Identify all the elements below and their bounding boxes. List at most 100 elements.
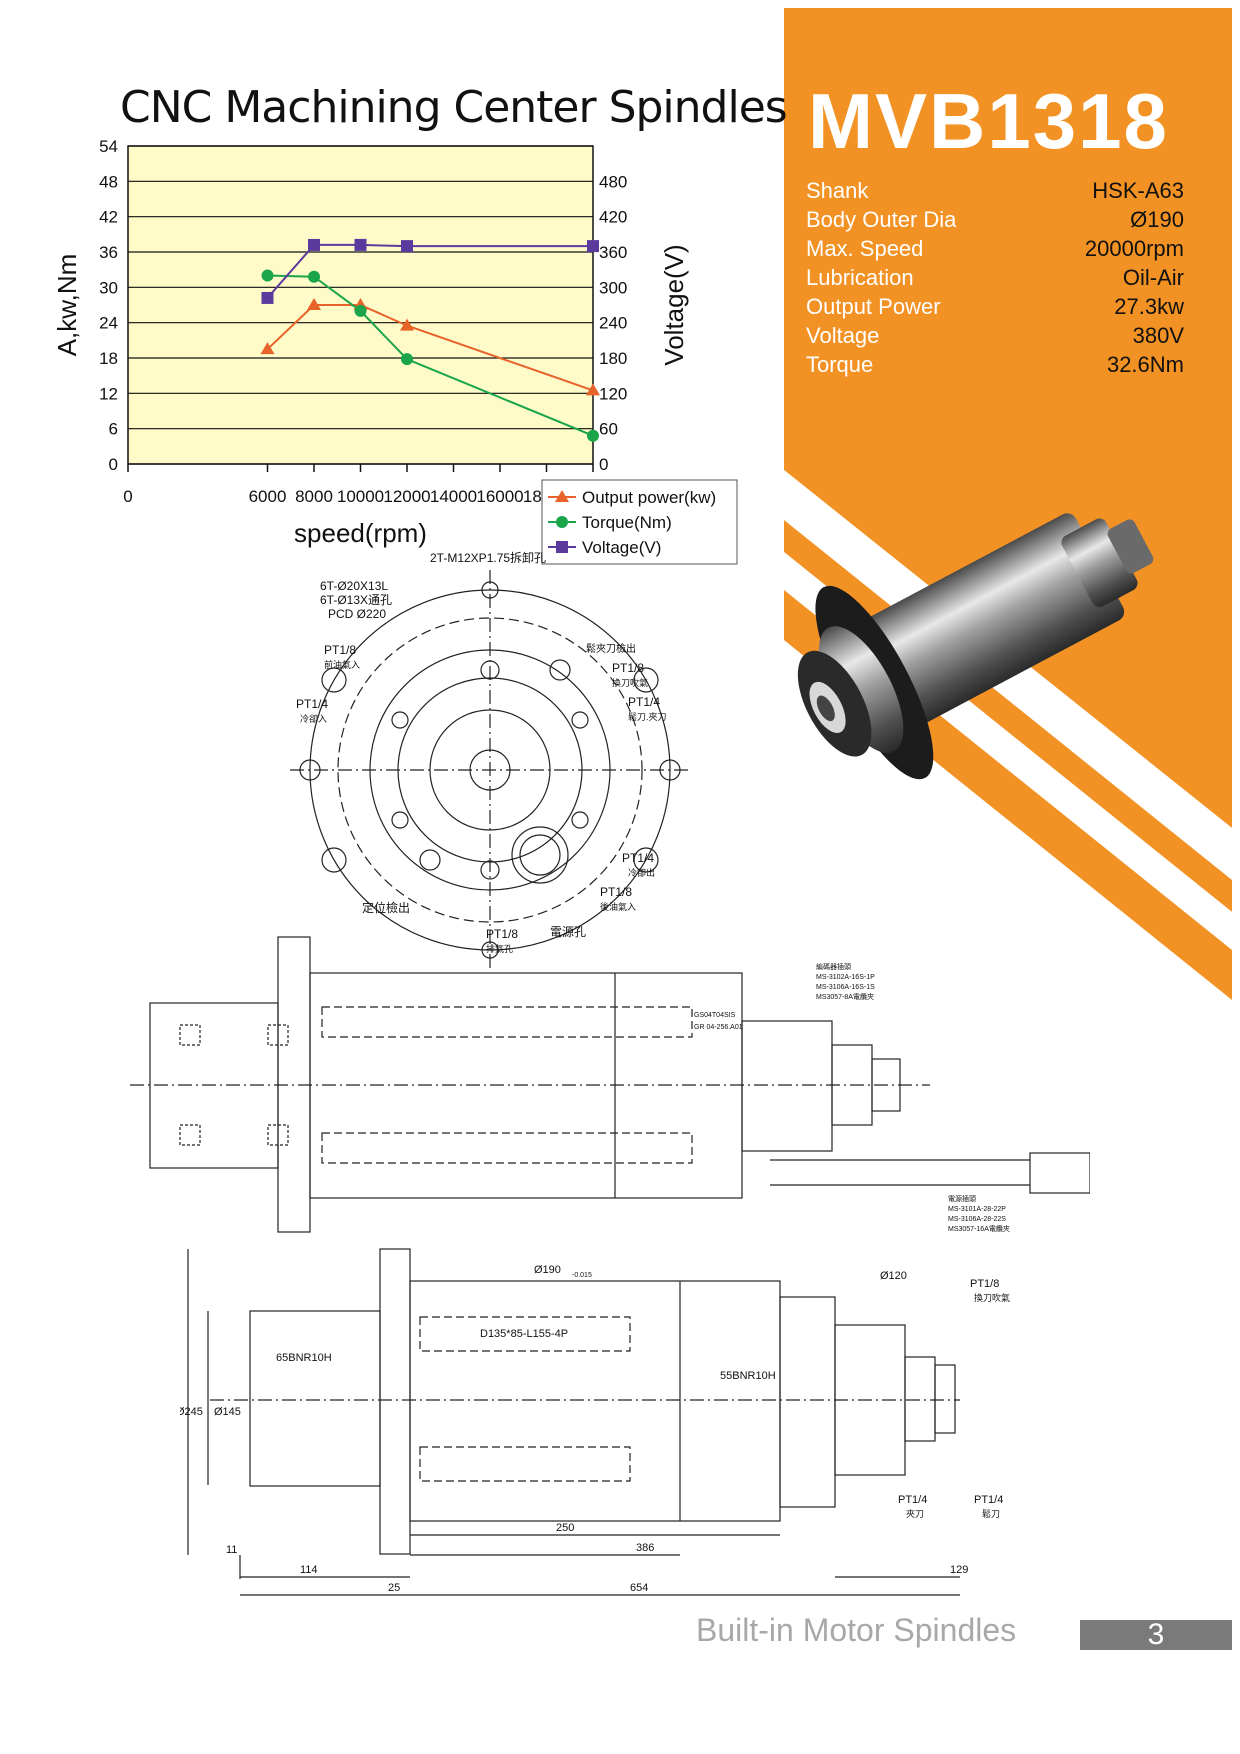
drawing-label: 11 bbox=[226, 1544, 237, 1556]
drawing-label: 定位檢出 bbox=[362, 900, 410, 915]
drawing-label: 換刀吹氣 bbox=[974, 1292, 1010, 1303]
drawing-label: PT1/4 bbox=[622, 851, 654, 865]
drawing-label: 排氣孔 bbox=[486, 943, 513, 954]
x-tick-label: 16000 bbox=[476, 487, 523, 506]
data-point-power bbox=[586, 383, 600, 396]
y2-tick-label: 0 bbox=[599, 455, 608, 474]
y-tick-label: 54 bbox=[99, 137, 118, 156]
y-tick-label: 42 bbox=[99, 208, 118, 227]
drawing-label: MS-3101A-28-22P bbox=[948, 1206, 1006, 1213]
drawing-label: PT1/8 bbox=[612, 661, 644, 675]
drawing-label: 換刀吹氣 bbox=[612, 677, 648, 688]
y2-tick-label: 480 bbox=[599, 172, 627, 191]
drawing-label: 後油氣入 bbox=[600, 901, 636, 912]
drawing-label: 鬆夾刀檢出 bbox=[586, 642, 636, 655]
drawing-label: GR 04-256.A01 bbox=[694, 1024, 743, 1031]
spec-label: Max. Speed bbox=[806, 236, 924, 261]
drawing-label: 65BNR10H bbox=[276, 1352, 332, 1364]
drawing-label: 前油氣入 bbox=[324, 659, 360, 670]
data-point-torque bbox=[401, 353, 413, 366]
drawing-label: PT1/8 bbox=[486, 927, 518, 941]
data-point-power bbox=[260, 342, 275, 355]
spec-value: HSK-A63 bbox=[1092, 178, 1184, 203]
drawing-label: 654 bbox=[630, 1582, 648, 1594]
y-axis-label: A,kw,Nm bbox=[52, 254, 82, 357]
legend-label: Output power(kw) bbox=[582, 488, 716, 507]
spec-label: Lubrication bbox=[806, 265, 914, 290]
spec-value: Oil-Air bbox=[1122, 265, 1184, 290]
chart-title: CNC Machining Center Spindles bbox=[120, 82, 788, 133]
spec-label: Body Outer Dia bbox=[806, 207, 957, 232]
y2-tick-label: 300 bbox=[599, 278, 627, 297]
drawing-label: 冷卻入 bbox=[300, 713, 327, 724]
drawing-label: 114 bbox=[300, 1564, 318, 1576]
data-point-torque bbox=[354, 304, 367, 317]
drawing-label: GS04T04SIS bbox=[694, 1012, 736, 1019]
spindle-product-image bbox=[797, 513, 1154, 780]
drawing-label: 電源插頭 bbox=[948, 1194, 976, 1203]
legend-label: Torque(Nm) bbox=[582, 513, 672, 532]
spec-label: Torque bbox=[806, 352, 874, 377]
y2-tick-label: 120 bbox=[599, 384, 627, 403]
footer-text: Built-in Motor Spindles bbox=[696, 1612, 1017, 1648]
model-name: MVB1318 bbox=[808, 77, 1169, 165]
spec-value: Ø190 bbox=[1130, 207, 1184, 232]
x-tick-label: 10000 bbox=[337, 487, 384, 506]
data-point-voltage bbox=[354, 238, 367, 251]
drawing-label: PT1/8 bbox=[324, 643, 356, 657]
y2-tick-label: 180 bbox=[599, 349, 627, 368]
legend-marker bbox=[556, 516, 568, 528]
drawing-label: 鬆刀.夾刀 bbox=[628, 711, 667, 722]
legend-marker bbox=[556, 541, 568, 553]
drawing-label: D135*85-L155-4P bbox=[480, 1328, 568, 1340]
side-view-drawing: 編碼器插頭 MS-3102A-16S-1P MS-3106A-16S-1S MS… bbox=[130, 936, 1090, 1233]
drawing-label: Ø120 bbox=[880, 1270, 907, 1282]
data-point-voltage bbox=[261, 291, 274, 304]
legend-label: Voltage(V) bbox=[582, 538, 661, 557]
y2-tick-label: 240 bbox=[599, 314, 627, 333]
section-view-drawing: Ø190 -0.015 D135*85-L155-4P 65BNR10H 55B… bbox=[180, 1248, 1010, 1596]
data-point-torque bbox=[587, 429, 599, 442]
y2-tick-label: 60 bbox=[599, 420, 618, 439]
drawing-label: PT1/4 bbox=[628, 695, 660, 709]
spec-label: Output Power bbox=[806, 294, 941, 319]
x-axis-label: speed(rpm) bbox=[294, 518, 427, 548]
y2-axis-label: Voltage(V) bbox=[659, 244, 689, 365]
data-point-torque bbox=[308, 270, 320, 283]
y-tick-label: 6 bbox=[109, 420, 118, 439]
drawing-label: -0.015 bbox=[572, 1272, 592, 1279]
spec-value: 380V bbox=[1132, 323, 1184, 348]
spec-value: 27.3kw bbox=[1114, 294, 1184, 319]
orange-diagonal-panel bbox=[784, 8, 1232, 828]
drawing-label: 6T-Ø20X13L bbox=[320, 579, 388, 593]
spec-value: 32.6Nm bbox=[1106, 352, 1184, 377]
drawing-label: PT1/4 bbox=[898, 1494, 927, 1506]
x-tick-label: 0 bbox=[123, 487, 132, 506]
y2-tick-label: 420 bbox=[599, 208, 627, 227]
data-point-voltage bbox=[308, 238, 320, 251]
data-point-voltage bbox=[401, 240, 413, 253]
drawing-label: Ø145 bbox=[214, 1406, 241, 1418]
drawing-label: MS3057-8A電纜夾 bbox=[816, 992, 874, 1001]
drawing-label: MS-3102A-16S-1P bbox=[816, 974, 875, 981]
drawing-label: PT1/8 bbox=[600, 885, 632, 899]
data-point-torque bbox=[261, 269, 274, 282]
drawing-label: MS-3106A-28-22S bbox=[948, 1216, 1006, 1223]
x-tick-label: 12000 bbox=[383, 487, 430, 506]
y-tick-label: 0 bbox=[109, 455, 118, 474]
drawing-label: PT1/4 bbox=[296, 697, 328, 711]
drawing-label: 250 bbox=[556, 1522, 574, 1534]
drawing-label: 25 bbox=[388, 1582, 400, 1594]
y-tick-label: 18 bbox=[99, 349, 118, 368]
y-tick-label: 12 bbox=[99, 384, 118, 403]
drawing-label: 386 bbox=[636, 1542, 654, 1554]
data-point-voltage bbox=[587, 240, 599, 253]
drawing-label: Ø190 bbox=[534, 1264, 561, 1276]
drawing-label: 電源孔 bbox=[550, 925, 586, 939]
drawing-label: 冷卻出 bbox=[628, 867, 655, 878]
drawing-label: MS-3106A-16S-1S bbox=[816, 984, 875, 991]
performance-chart: 0612182430364248540601201802403003604204… bbox=[52, 137, 738, 565]
drawing-label: PCD Ø220 bbox=[328, 607, 386, 621]
y-tick-label: 36 bbox=[99, 243, 118, 262]
